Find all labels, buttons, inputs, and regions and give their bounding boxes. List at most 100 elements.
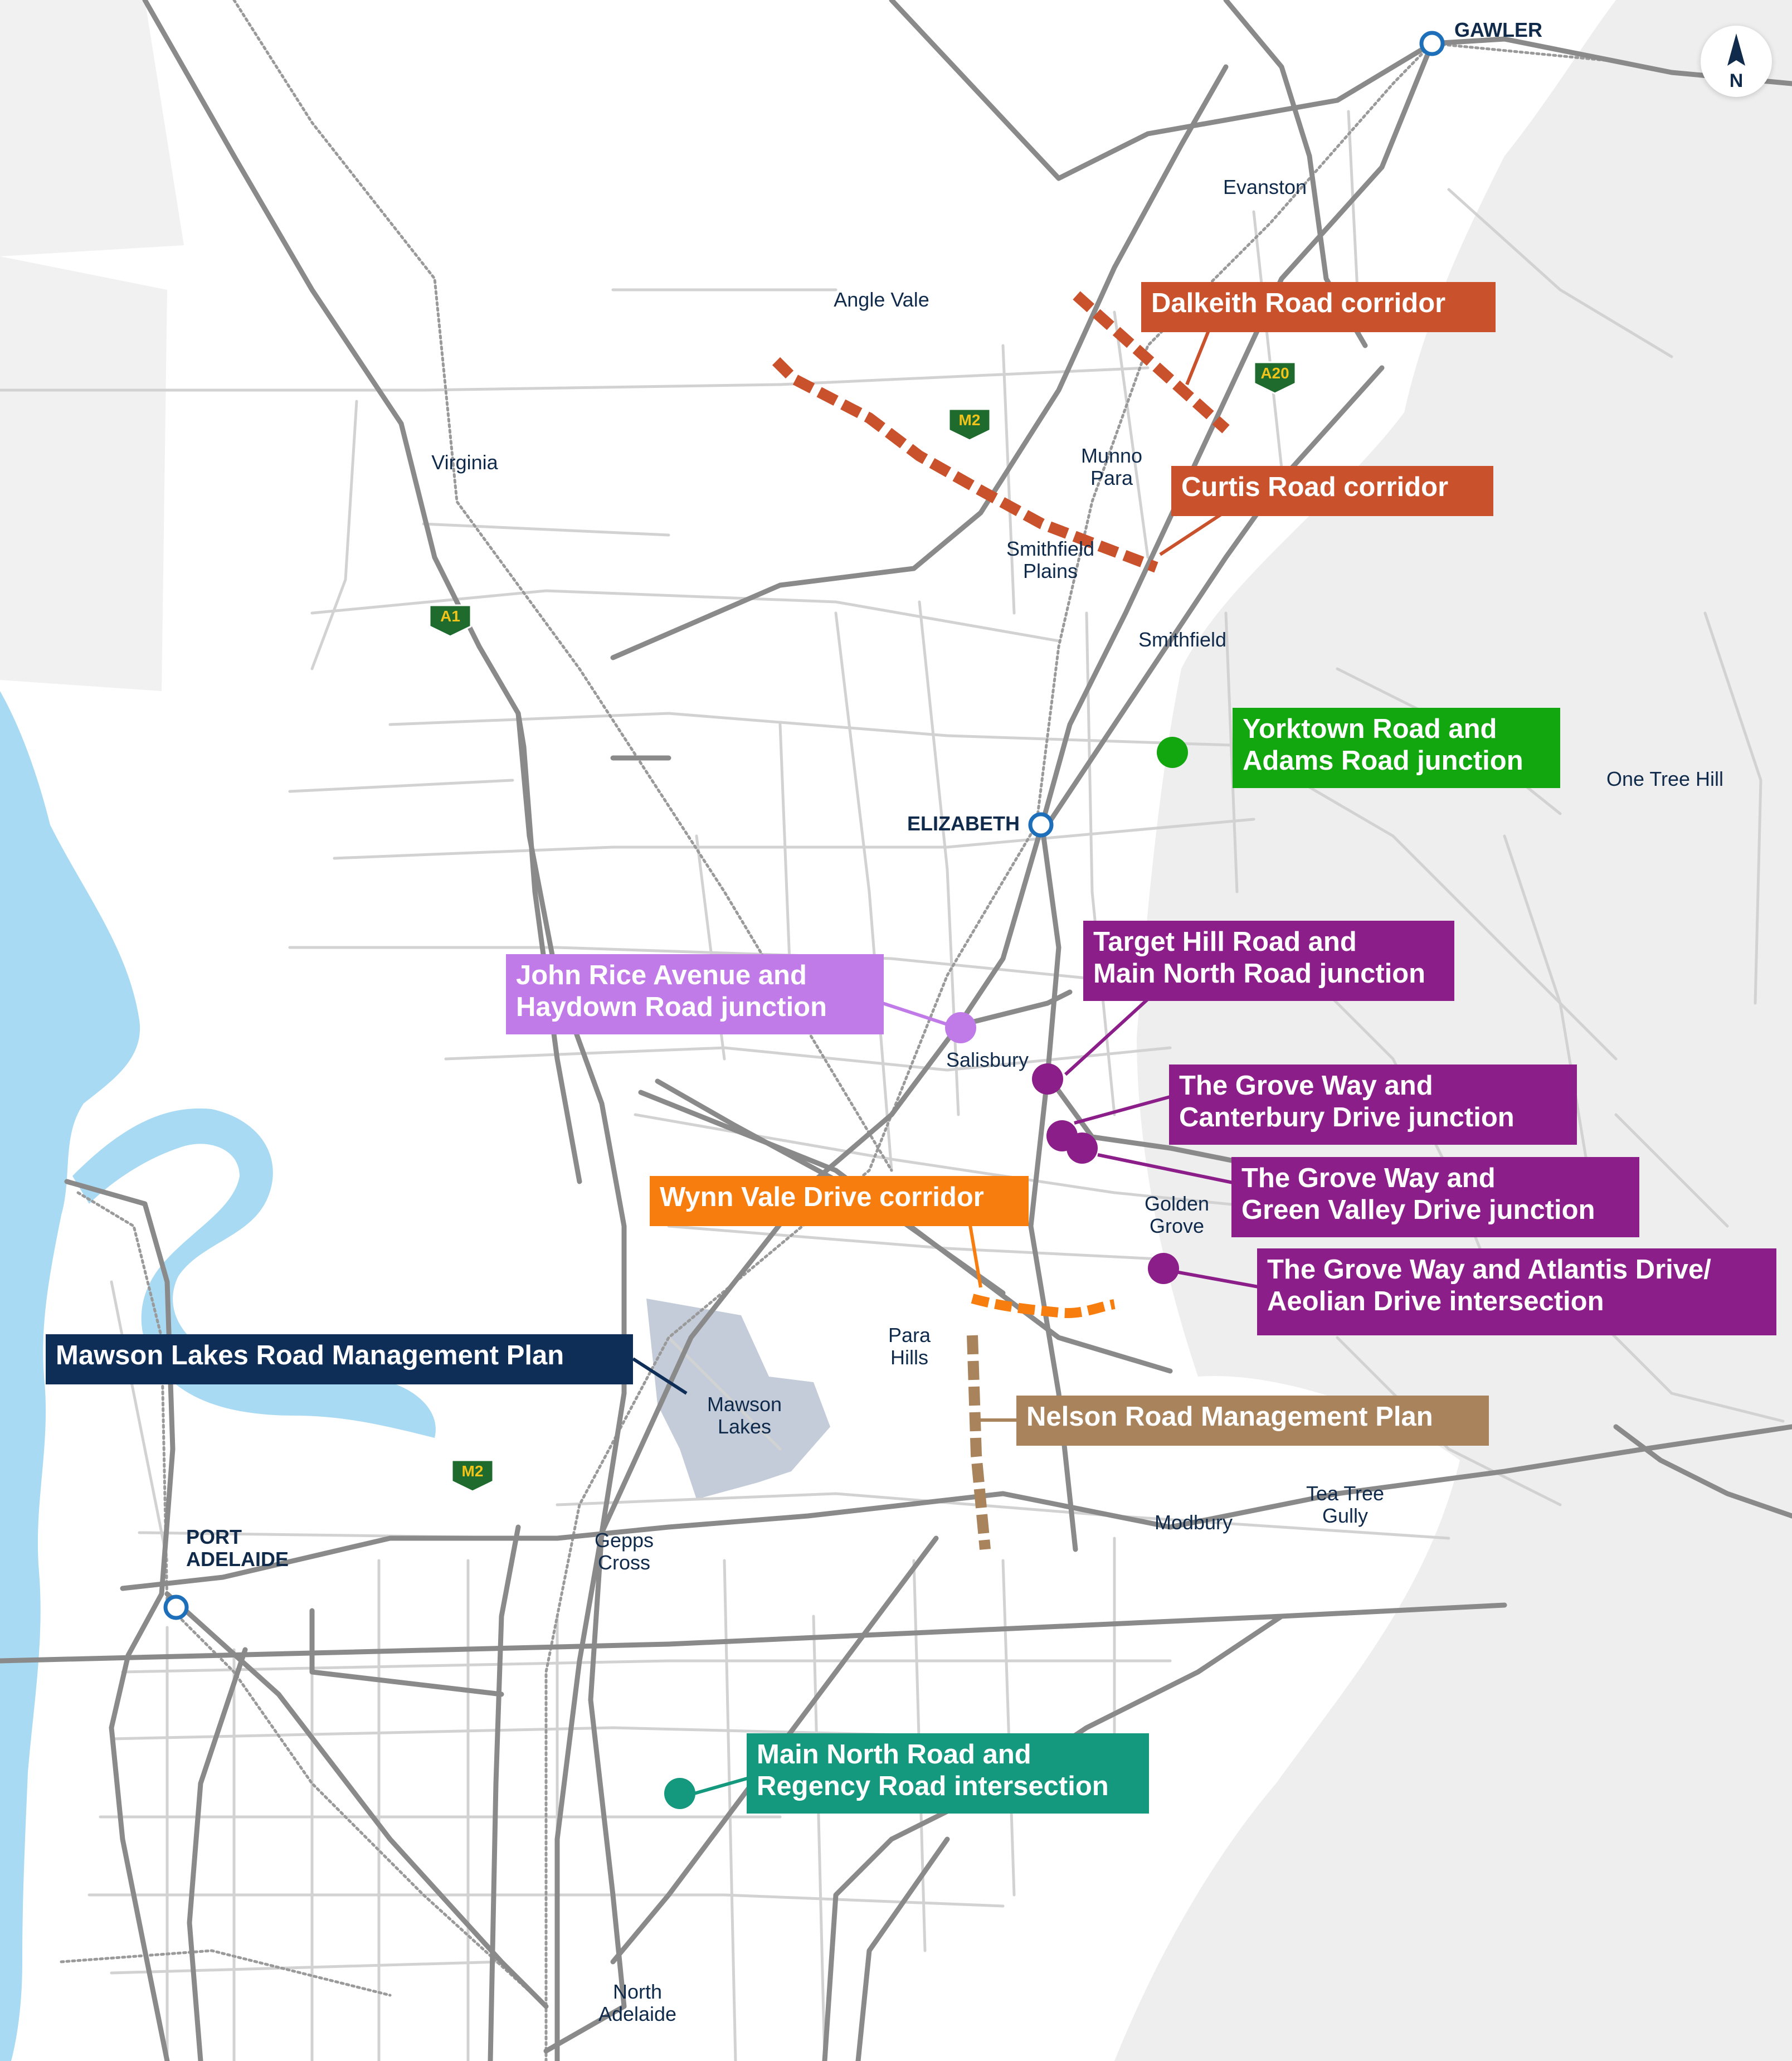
minor-road	[834, 611, 893, 1172]
leader-grove-atlantis	[1163, 1268, 1262, 1289]
callout-nelson-road-management-plan[interactable]: Nelson Road Management Plan	[1016, 1396, 1489, 1446]
gawler-station-icon[interactable]	[1419, 31, 1445, 56]
major-road	[64, 1179, 176, 2061]
north-arrow-glyph	[1727, 33, 1745, 66]
place-label-virginia: Virginia	[431, 451, 498, 474]
callout-curtis-road-corridor[interactable]: Curtis Road corridor	[1171, 466, 1493, 516]
project-points	[664, 737, 1188, 1809]
yorktown-marker[interactable]	[1157, 737, 1188, 768]
minor-road	[110, 1960, 503, 1975]
curtis-corridor-line[interactable]	[772, 357, 1158, 573]
minor-road	[1336, 1336, 1562, 1506]
hills-area	[1114, 0, 1792, 2061]
place-label-munno-para: Munno Para	[1080, 444, 1143, 489]
minor-road	[1113, 310, 1150, 559]
minor-road	[121, 1659, 1172, 1674]
road-shield-label: M2	[958, 411, 981, 429]
nelson-road-line[interactable]	[967, 1335, 991, 1550]
place-label-tea-tree-gully: Tea Tree Gully	[1306, 1482, 1385, 1527]
north-arrow-icon: N	[1701, 26, 1772, 97]
major-road	[610, 64, 1229, 660]
place-label-gepps-cross: Gepps Cross	[594, 1529, 654, 1574]
wynn-vale-corridor-line[interactable]	[971, 1294, 1116, 1318]
major-road	[855, 1836, 950, 2061]
major-road	[1045, 1073, 1284, 1173]
leader-wynn-vale	[968, 1221, 982, 1288]
callout-main-north-regency-intersection[interactable]: Main North Road and Regency Road interse…	[747, 1733, 1149, 1814]
road-shield-a1: A1	[427, 604, 473, 638]
minor-road	[667, 1336, 782, 1451]
place-label-golden-grove: Golden Grove	[1144, 1192, 1210, 1237]
minor-road	[667, 1224, 1172, 1261]
major-road	[488, 1524, 521, 2061]
shield-icon	[451, 1459, 494, 1493]
minor-road	[1001, 344, 1016, 615]
shield-icon	[428, 604, 472, 638]
north-farmland	[0, 0, 184, 691]
minor-road	[1703, 611, 1762, 1005]
callout-grove-way-atlantis-aeolian-intersection[interactable]: The Grove Way and Atlantis Drive/ Aeolia…	[1257, 1248, 1776, 1335]
minor-road	[333, 818, 1255, 860]
minor-road	[388, 712, 1283, 748]
dalkeith-corridor-line[interactable]	[1073, 291, 1230, 434]
minor-road	[310, 400, 358, 670]
port-adelaide-station-icon[interactable]	[163, 1595, 189, 1620]
callout-target-hill-main-north-junction[interactable]: Target Hill Road and Main North Road jun…	[1083, 921, 1454, 1001]
major-road	[588, 822, 1045, 2009]
minor-road	[1085, 611, 1116, 1116]
minor-road	[1503, 834, 1590, 1172]
john-rice-marker[interactable]	[945, 1012, 976, 1043]
station-label-port-adelaide: PORT ADELAIDE	[186, 1525, 289, 1571]
road-shield-m2-south: M2	[450, 1459, 495, 1493]
callout-john-rice-haydown-junction[interactable]: John Rice Avenue and Haydown Road juncti…	[506, 954, 884, 1034]
minor-road	[110, 1280, 169, 1562]
major-road	[1045, 365, 1385, 828]
major-road	[1028, 41, 1435, 1552]
leader-john-rice	[882, 1002, 948, 1026]
leader-mawson	[632, 1357, 688, 1395]
minor-road	[1001, 1559, 1016, 1897]
callout-leaders	[632, 325, 1262, 1795]
north-arrow-label: N	[1729, 70, 1744, 91]
grove-atlantis-marker[interactable]	[1148, 1253, 1179, 1284]
major-road	[543, 2004, 627, 2054]
leader-target-hill	[1064, 990, 1157, 1076]
major-road	[515, 711, 582, 1184]
mawson-lakes-area	[646, 1299, 830, 1499]
major-road	[1613, 1424, 1792, 1519]
major-road	[956, 989, 1073, 1028]
shield-icon	[1253, 361, 1297, 395]
minor-road	[812, 1615, 826, 2061]
callout-yorktown-adams-junction[interactable]: Yorktown Road and Adams Road junction	[1233, 708, 1560, 788]
callout-grove-way-canterbury-junction[interactable]: The Grove Way and Canterbury Drive junct…	[1169, 1064, 1577, 1145]
callout-mawson-lakes-road-management-plan[interactable]: Mawson Lakes Road Management Plan	[46, 1334, 633, 1384]
major-road	[0, 1602, 1507, 1664]
main-north-regency-marker[interactable]	[664, 1778, 695, 1809]
place-label-angle-vale: Angle Vale	[834, 288, 929, 311]
minor-road	[422, 522, 670, 537]
road-shield-m2-north: M2	[947, 408, 992, 441]
leader-grove-green-valley	[1097, 1153, 1239, 1185]
minor-road	[556, 1492, 1450, 1540]
elizabeth-station-icon[interactable]	[1028, 812, 1054, 838]
sea-area	[0, 691, 140, 2061]
rail-line	[76, 1191, 548, 2008]
target-hill-marker[interactable]	[1032, 1063, 1063, 1095]
callout-dalkeith-road-corridor[interactable]: Dalkeith Road corridor	[1141, 282, 1496, 332]
stations	[163, 31, 1445, 1620]
minor-road	[310, 589, 1060, 643]
major-road	[187, 1647, 248, 2061]
minor-road	[288, 779, 514, 793]
minor-road	[1447, 188, 1673, 358]
project-corridors	[772, 291, 1230, 1550]
major-road	[120, 1424, 1792, 1591]
grove-green-valley-marker[interactable]	[1067, 1132, 1098, 1164]
road-shield-a20: A20	[1252, 361, 1298, 395]
callout-grove-way-green-valley-junction[interactable]: The Grove Way and Green Valley Drive jun…	[1231, 1157, 1639, 1237]
callout-wynn-vale-drive-corridor[interactable]: Wynn Vale Drive corridor	[650, 1176, 1029, 1226]
major-road	[655, 1078, 1006, 1296]
minor-road	[1614, 1113, 1729, 1228]
place-label-modbury: Modbury	[1154, 1511, 1233, 1534]
